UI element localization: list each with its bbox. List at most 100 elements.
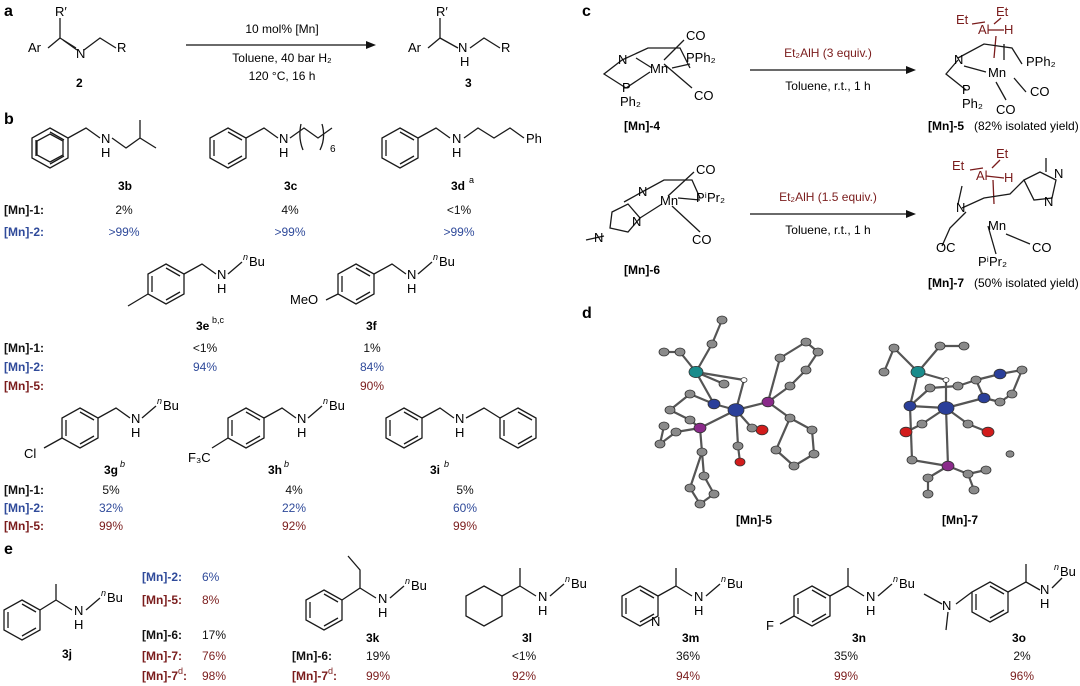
3b-n: N [101,131,110,146]
3f-bu: Bu [439,254,455,269]
mn5-atom-34 [684,483,696,493]
3k-n: N [378,591,387,606]
mn5-atom-23 [806,425,818,435]
3l-h: H [538,603,547,618]
label-crystal-mn5: [Mn]-5 [736,513,772,527]
mn5-atom-20 [800,337,812,347]
row2-mn5-header: [Mn]-5: [4,379,44,393]
3g-mn2: 32% [99,501,123,515]
mn5-atom-6 [734,457,746,467]
3n-f: F [766,618,774,633]
3o-n-sup: n [1054,562,1059,572]
e-mn7d-value-3l: 92% [512,669,536,683]
mn5-atom-19 [812,347,824,357]
panel-b-label: b [4,111,14,128]
3g-bu: Bu [163,398,179,413]
3f-n: N [407,267,416,282]
conditions-catalyst: 10 mol% [Mn] [245,22,318,36]
label-mn4: [Mn]-4 [624,119,660,133]
mn5-atom-21 [774,353,786,363]
sup-3g: b [120,459,125,469]
3i-h: H [455,425,464,440]
label-mn7: [Mn]-7 [928,276,964,290]
mn5-atom-33 [694,499,706,509]
mn5-atom-28 [654,439,666,449]
mn5-pph2: PPh₂ [1026,54,1056,69]
amine-product-structure: R′ Ar N H R [408,4,510,69]
mn7-atom-8 [916,419,928,429]
3l-bu: Bu [571,576,587,591]
3m-bu: Bu [727,576,743,591]
mn4-co-bottom: CO [694,88,714,103]
3h-f3c: F₃C [188,450,211,465]
e-mn7d-value-3m: 94% [676,669,700,683]
3g-mn1: 5% [102,483,120,497]
mn5-et-left: Et [956,12,969,27]
mn5-atom-5 [755,424,769,436]
conditions-solvent: Toluene, 40 bar H₂ [232,51,332,65]
row1-mn2-header: [Mn]-2: [4,225,44,239]
imine-reactant-structure: R′ Ar N R [28,4,126,61]
product-r-prime: R′ [436,4,448,19]
3h-n: N [297,411,306,426]
e-mn6-value-3o: 2% [1013,649,1031,663]
arrowhead-a [366,41,376,49]
mn5-atom-15 [664,405,676,415]
mn5-atom-35 [740,377,748,383]
3f-mn1: 1% [363,341,381,355]
j-row-2-value: 17% [202,628,226,642]
j-row-4-value: 98% [202,669,226,683]
label-3i: 3i [430,463,440,477]
structure-3j: N H n Bu [3,584,123,641]
3e-n: N [217,267,226,282]
c2-conditions: Toluene, r.t., 1 h [785,223,870,237]
mn7-atom-14 [924,383,936,393]
mn5-co-right: CO [1030,84,1050,99]
structure-3m: N N H n Bu [621,568,743,629]
mn5-mn: Mn [988,65,1006,80]
sup-3d: a [469,175,474,185]
mn5-al: Al [978,22,990,37]
label-mn6: [Mn]-6 [624,263,660,277]
e-mn7d-value-3n: 99% [834,669,858,683]
mn7-atom-18 [1006,389,1018,399]
mn5-atom-25 [788,461,800,471]
mn7-atom-22 [922,489,934,499]
mn5-co-bottom: CO [996,102,1016,117]
r-prime-label: R′ [55,4,67,19]
3i-mn1: 5% [456,483,474,497]
mn4-mn: Mn [650,61,668,76]
3d-ph: Ph [526,131,542,146]
label-3o: 3o [1012,631,1026,645]
mn4-co-top: CO [686,28,706,43]
row3-mn2-header: [Mn]-2: [4,501,44,515]
product-ar: Ar [408,40,422,55]
panel-e-label: e [4,541,13,558]
mn7-atom-0 [937,401,955,415]
structure-3n: F N H n Bu [766,568,915,633]
mn7-atom-6 [899,426,913,438]
3f-mn2: 84% [360,360,384,374]
c1-reagent: Et₂AlH (3 equiv.) [784,46,872,60]
mn7-h: H [1004,170,1013,185]
3e-mn2: 94% [193,360,217,374]
mn5-atom-0 [727,403,745,417]
3n-n-sup: n [893,574,898,584]
3j-n: N [74,603,83,618]
mn5-atom-12 [706,339,718,349]
mn4-pph2: PPh₂ [686,50,716,65]
j-row-1-catalyst-name: [Mn]-5: [142,593,182,607]
mn7-atom-19 [994,397,1006,407]
label-crystal-mn7: [Mn]-7 [942,513,978,527]
mn5-atom-13 [716,315,728,325]
j-row-1-catalyst: [Mn]-5: [142,593,182,607]
label-3m: 3m [682,631,699,645]
label-3b: 3b [118,179,132,193]
label-3g: 3g [104,463,118,477]
mn7-atom-12 [934,341,946,351]
product-n: N [458,40,467,55]
3e-mn1: <1% [193,341,218,355]
mn7-atom-17 [1016,365,1028,375]
structure-3i: N H [385,407,537,449]
mn5-yield: (82% isolated yield) [974,119,1079,133]
